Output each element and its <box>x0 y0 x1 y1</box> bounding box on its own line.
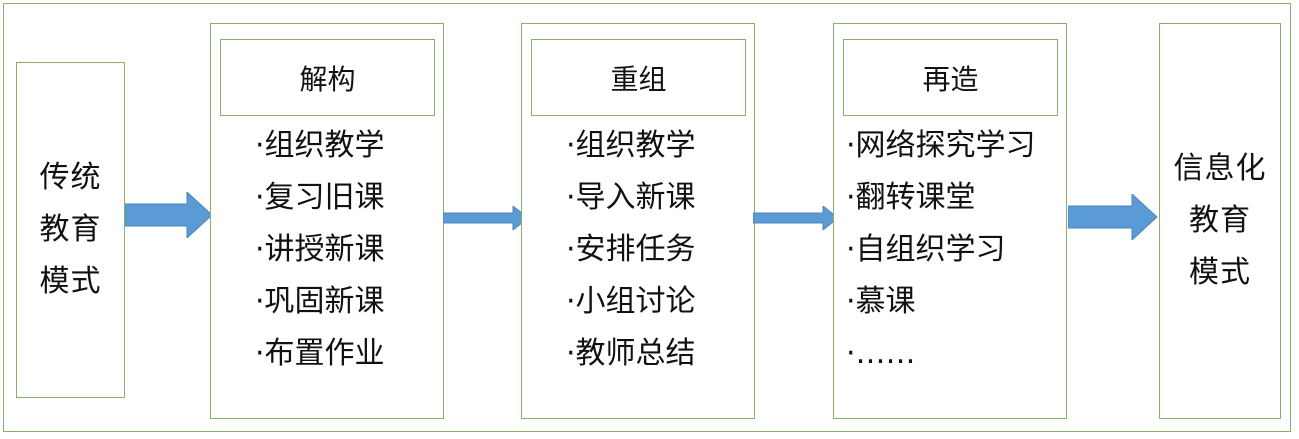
stage-recreate-title: 再造 <box>843 39 1058 116</box>
list-item: ·安排任务 <box>566 232 696 267</box>
list-item: ·组织教学 <box>255 128 385 163</box>
list-item: ·讲授新课 <box>255 232 385 267</box>
traditional-education-label: 传统 教育 模式 <box>17 152 124 308</box>
outer-frame <box>3 3 1291 432</box>
stage-restructure-list: ·组织教学 ·导入新课 ·安排任务 ·小组讨论 ·教师总结 <box>566 120 696 380</box>
list-item: ·慕课 <box>846 284 916 319</box>
stage-restructure-title: 重组 <box>531 39 746 116</box>
list-item: ·教师总结 <box>566 336 696 371</box>
arrow-recreate-to-informatized <box>1068 194 1158 240</box>
label-line: 模式 <box>39 264 102 299</box>
list-item: ·自组织学习 <box>846 232 1006 267</box>
stage-recreate-box: 再造 ·网络探究学习 ·翻转课堂 ·自组织学习 ·慕课 ·…… <box>833 23 1067 419</box>
stage-recreate-list: ·网络探究学习 ·翻转课堂 ·自组织学习 ·慕课 ·…… <box>846 120 1036 380</box>
right-arrow-icon <box>125 192 213 238</box>
arrow-traditional-to-deconstruct <box>125 192 213 238</box>
informatized-education-label: 信息化 教育 模式 <box>1160 143 1280 299</box>
list-item: ·导入新课 <box>566 180 696 215</box>
arrow-restructure-to-recreate <box>753 206 839 230</box>
list-item: ·复习旧课 <box>255 180 385 215</box>
list-item: ·小组讨论 <box>566 284 696 319</box>
stage-restructure-box: 重组 ·组织教学 ·导入新课 ·安排任务 ·小组讨论 ·教师总结 <box>521 23 755 419</box>
stage-deconstruct-list: ·组织教学 ·复习旧课 ·讲授新课 ·巩固新课 ·布置作业 <box>255 120 385 380</box>
label-line: 教育 <box>1189 203 1251 238</box>
right-arrow-icon <box>1068 194 1158 240</box>
informatized-education-box: 信息化 教育 模式 <box>1159 23 1281 419</box>
right-arrow-icon <box>753 206 839 230</box>
label-line: 教育 <box>39 212 102 247</box>
label-line: 模式 <box>1189 255 1251 290</box>
arrow-deconstruct-to-restructure <box>443 206 529 230</box>
stage-deconstruct-box: 解构 ·组织教学 ·复习旧课 ·讲授新课 ·巩固新课 ·布置作业 <box>210 23 444 419</box>
list-item: ·翻转课堂 <box>846 180 976 215</box>
list-item: ·…… <box>846 336 916 371</box>
list-item: ·布置作业 <box>255 336 385 371</box>
list-item: ·组织教学 <box>566 128 696 163</box>
right-arrow-icon <box>443 206 529 230</box>
stage-deconstruct-title: 解构 <box>220 39 435 116</box>
label-line: 信息化 <box>1173 151 1267 186</box>
traditional-education-box: 传统 教育 模式 <box>16 62 125 398</box>
list-item: ·巩固新课 <box>255 284 385 319</box>
list-item: ·网络探究学习 <box>846 128 1036 163</box>
label-line: 传统 <box>39 160 102 195</box>
